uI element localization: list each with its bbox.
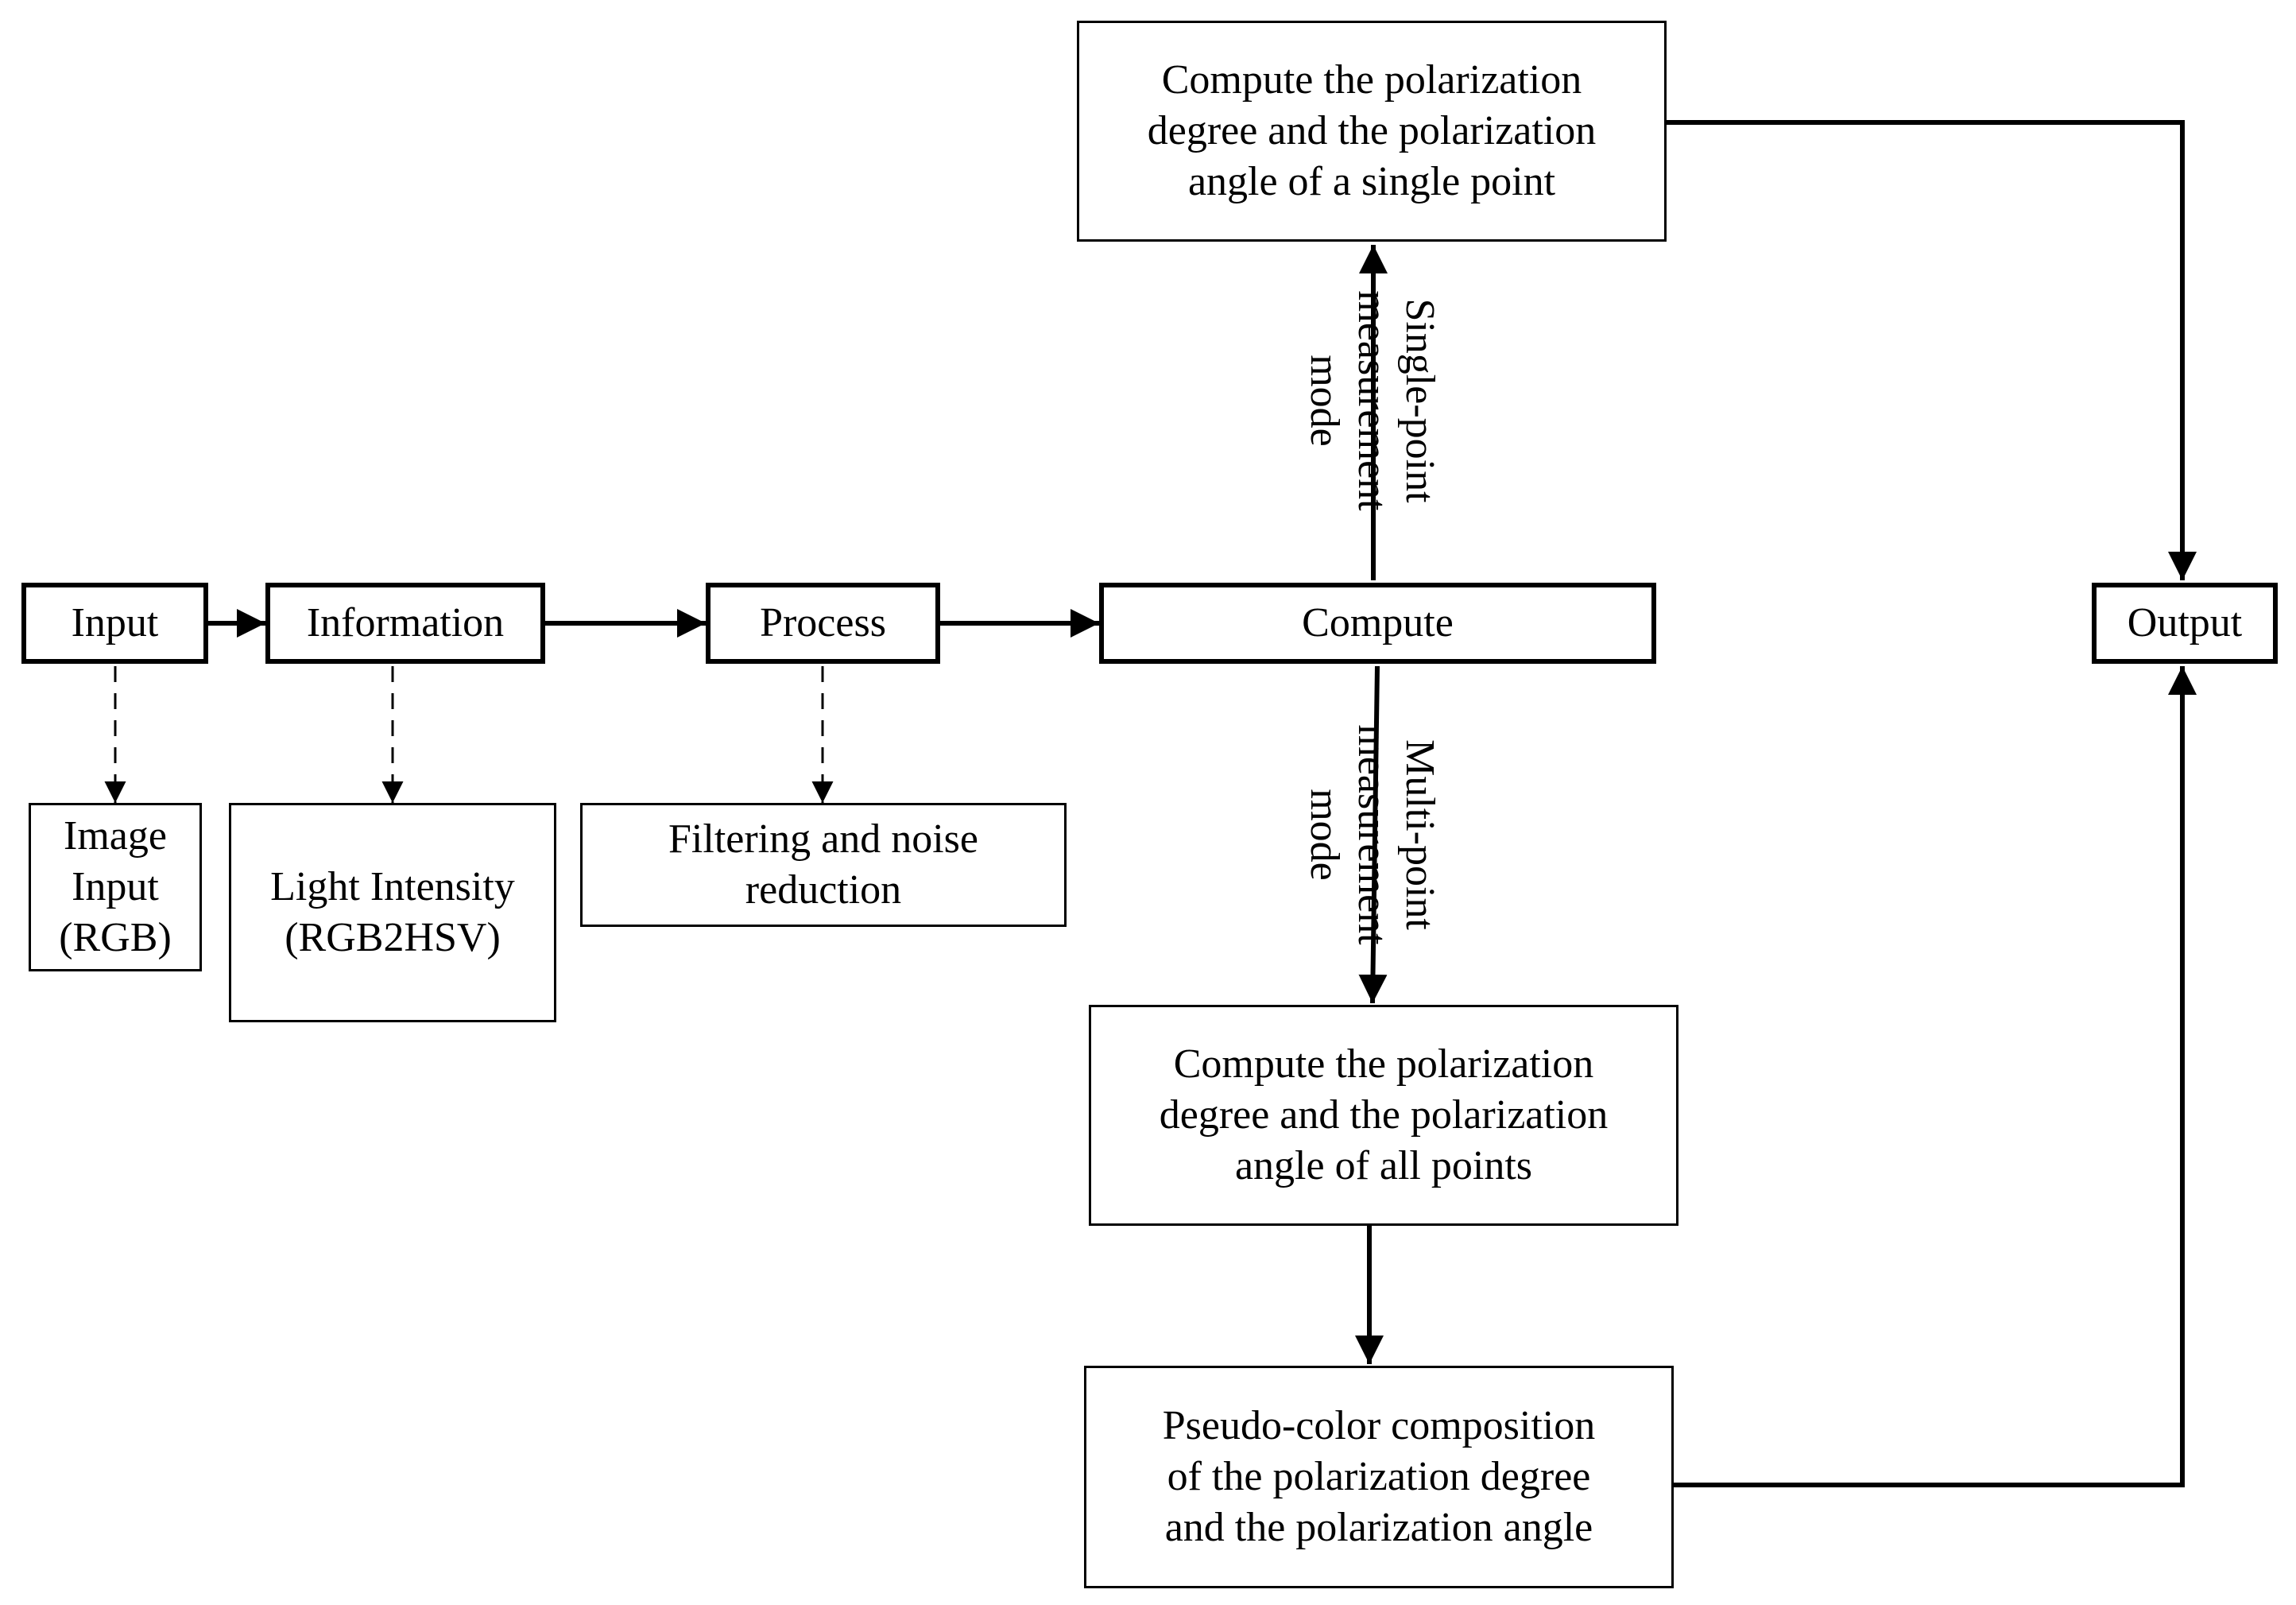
light-intensity-node: Light Intensity (RGB2HSV) (229, 803, 556, 1022)
image-input-node: Image Input (RGB) (29, 803, 202, 971)
filtering-node: Filtering and noise reduction (580, 803, 1067, 927)
compute-label: Compute (1302, 600, 1454, 645)
input-label: Input (71, 600, 159, 645)
multi-point-mode-label: Multi-point measurement mode (1292, 692, 1451, 978)
information-node: Information (265, 583, 545, 664)
compute-node: Compute (1099, 583, 1656, 664)
single-point-mode-line-2: measurement (1349, 290, 1395, 511)
pseudo-color-line-1: Pseudo-color composition (1162, 1403, 1596, 1448)
multi-point-mode-line-3: mode (1302, 789, 1347, 881)
multi-point-mode-line-1: Multi-point (1397, 739, 1442, 930)
multi-point-mode-line-2: measurement (1349, 724, 1395, 945)
image-input-line-1: Image (64, 813, 167, 859)
image-input-line-3: (RGB) (59, 915, 172, 960)
process-node: Process (706, 583, 940, 664)
arrow-compute-to-all-points (1358, 665, 1388, 1004)
information-label: Information (306, 600, 505, 645)
arrow-pseudo-color-to-output (1674, 666, 2197, 1487)
all-points-line-3: angle of all points (1234, 1143, 1532, 1188)
single-point-mode-label: Single-point measurement mode (1292, 258, 1451, 544)
single-point-mode-line-3: mode (1302, 355, 1347, 447)
output-label: Output (2127, 600, 2243, 645)
arrow-single-point-to-output (1666, 120, 2197, 580)
input-node: Input (21, 583, 208, 664)
process-label: Process (760, 600, 886, 645)
single-point-line-2: degree and the polarization (1147, 108, 1597, 153)
filtering-line-1: Filtering and noise (668, 816, 978, 862)
light-intensity-line-2: (RGB2HSV) (285, 915, 501, 960)
pseudo-color-node: Pseudo-color composition of the polariza… (1084, 1366, 1674, 1588)
output-node: Output (2092, 583, 2278, 664)
all-points-line-1: Compute the polarization (1173, 1041, 1594, 1087)
single-point-compute-node: Compute the polarization degree and the … (1077, 21, 1667, 242)
light-intensity-line-1: Light Intensity (270, 864, 515, 909)
pseudo-color-line-3: and the polarization angle (1164, 1505, 1593, 1550)
pseudo-color-line-2: of the polarization degree (1167, 1454, 1591, 1499)
single-point-line-3: angle of a single point (1187, 159, 1556, 204)
filtering-line-2: reduction (745, 867, 902, 913)
single-point-mode-line-1: Single-point (1397, 298, 1442, 503)
single-point-line-1: Compute the polarization (1161, 57, 1582, 103)
all-points-compute-node: Compute the polarization degree and the … (1089, 1005, 1678, 1226)
image-input-line-2: Input (72, 864, 159, 909)
all-points-line-2: degree and the polarization (1159, 1092, 1609, 1138)
